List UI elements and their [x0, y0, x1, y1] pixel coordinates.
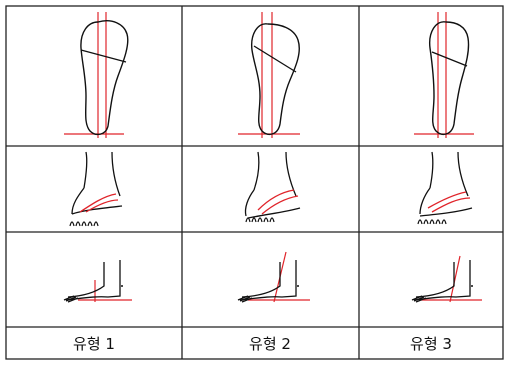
cell-type2-front [245, 152, 300, 222]
cell-type3-side [412, 256, 482, 302]
cell-type2-plantar [238, 12, 300, 138]
foot-sole-outline [81, 21, 128, 135]
type2-label: 유형 2 [249, 335, 291, 353]
type3-label: 유형 3 [410, 335, 452, 353]
foot-sole-outline [252, 24, 300, 135]
cell-type1-side [64, 260, 132, 302]
cell-type3-front [418, 152, 472, 224]
type1-label: 유형 1 [73, 335, 115, 353]
foot-sole-outline [430, 22, 469, 135]
cell-type2-side [238, 252, 310, 302]
cell-type1-plantar [64, 12, 128, 138]
cell-type1-front [70, 152, 122, 226]
cell-type3-plantar [414, 12, 474, 138]
table-grid [6, 6, 503, 359]
